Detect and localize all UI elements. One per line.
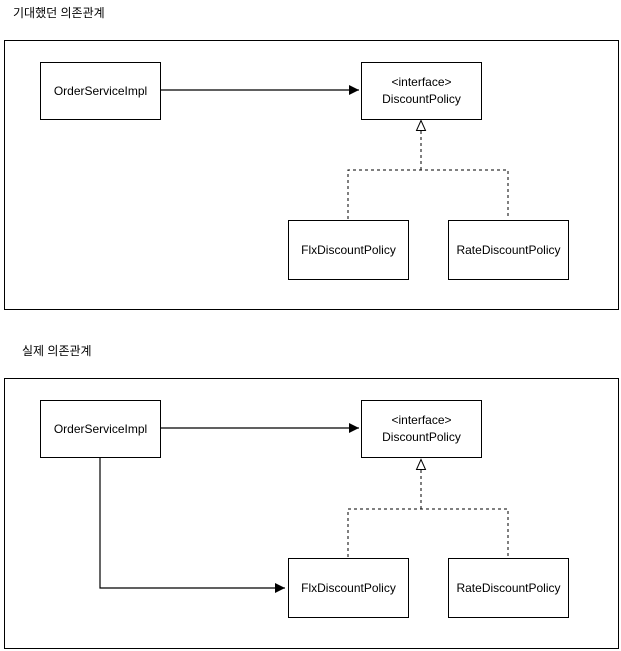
node-rate-discount-policy: RateDiscountPolicy <box>448 220 569 280</box>
realization-triangle-icon <box>415 458 427 470</box>
realization-branch-connector <box>347 508 509 557</box>
node-discount-policy-interface: <interface> DiscountPolicy <box>361 62 482 120</box>
interface-stereotype-label: <interface> <box>391 75 452 89</box>
node-order-service-impl: OrderServiceImpl <box>40 400 161 458</box>
actual-diagram-panel: OrderServiceImpl <interface> DiscountPol… <box>4 378 619 649</box>
node-label: FlxDiscountPolicy <box>301 242 396 257</box>
actual-diagram-title: 실제 의존관계 <box>22 344 92 358</box>
realization-branch-connector <box>347 169 509 219</box>
interface-name-label: DiscountPolicy <box>382 92 461 106</box>
node-label: RateDiscountPolicy <box>456 242 561 257</box>
node-fix-discount-policy: FlxDiscountPolicy <box>288 220 409 280</box>
expected-diagram-panel: OrderServiceImpl <interface> DiscountPol… <box>4 40 619 310</box>
dependency-arrow-order-to-fix <box>99 457 285 593</box>
realization-triangle-icon <box>415 119 427 131</box>
node-rate-discount-policy: RateDiscountPolicy <box>448 558 569 618</box>
expected-connectors-layer <box>160 85 509 219</box>
node-label: OrderServiceImpl <box>53 83 148 98</box>
interface-name-label: DiscountPolicy <box>382 430 461 444</box>
actual-connectors-layer <box>99 423 509 593</box>
node-label: FlxDiscountPolicy <box>301 580 396 595</box>
node-label: RateDiscountPolicy <box>456 580 561 595</box>
expected-diagram-title: 기대했던 의존관계 <box>13 6 105 20</box>
node-label: OrderServiceImpl <box>53 421 148 436</box>
node-order-service-impl: OrderServiceImpl <box>40 62 161 120</box>
interface-stereotype-label: <interface> <box>391 413 452 427</box>
node-fix-discount-policy: FlxDiscountPolicy <box>288 558 409 618</box>
node-discount-policy-interface: <interface> DiscountPolicy <box>361 400 482 458</box>
